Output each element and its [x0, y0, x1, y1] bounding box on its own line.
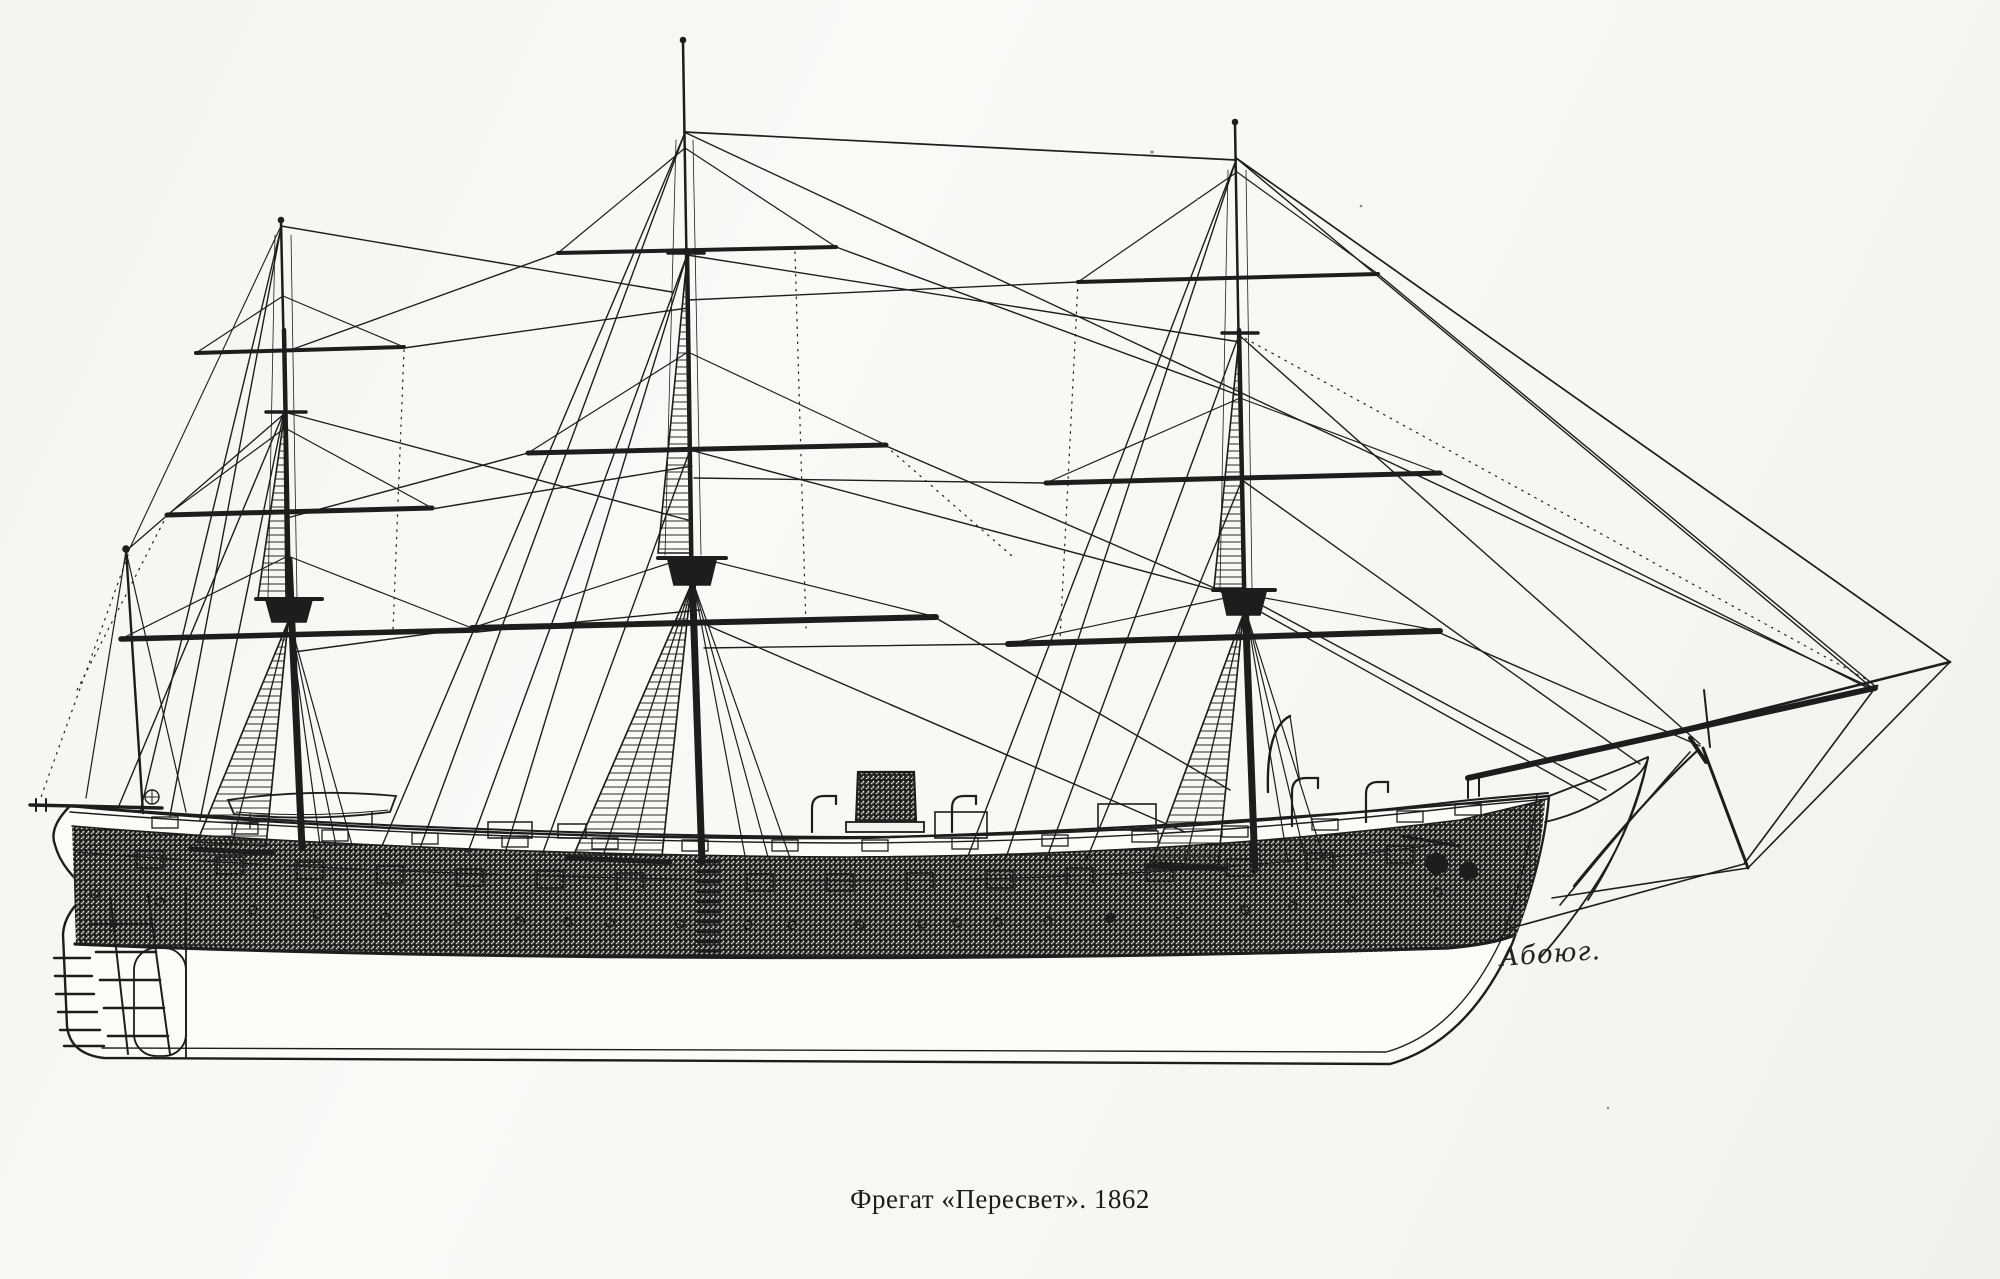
bobstay: [1559, 751, 1691, 906]
boarding-ladder: [696, 860, 720, 953]
funnel: [845, 770, 925, 833]
stern-davit: [124, 547, 145, 815]
spanker-boom: [28, 803, 164, 810]
anchor: [1425, 852, 1449, 875]
deck-fittings: [144, 714, 1480, 880]
stern-rudder: [28, 413, 285, 1059]
dotted-lines: [75, 251, 1883, 693]
anchor: [1459, 861, 1479, 880]
dust-specks: [1150, 150, 1610, 1110]
mizzen-top-platform: [264, 599, 314, 623]
cathead: [1400, 834, 1460, 848]
screw-aperture: [133, 947, 187, 1057]
funnel-base: [845, 821, 925, 833]
mizzen-mast: [118, 216, 480, 852]
ratlines: [1213, 337, 1245, 589]
standing-rigging: [117, 131, 1951, 862]
artist-signature: Абоюг.: [1496, 936, 1601, 973]
ratlines: [657, 257, 693, 554]
wale-line: [73, 934, 1514, 960]
anchor-davit: [1266, 714, 1292, 794]
main-mast: [469, 36, 939, 866]
rudder-rungs: [90, 922, 170, 1038]
dolphin-striker: [1701, 746, 1750, 870]
gunports: [136, 845, 1414, 892]
jack-staff: [1703, 689, 1711, 748]
stern-ladder: [52, 956, 106, 1048]
fore-mast: [1005, 118, 1443, 874]
cowl-vents: [810, 776, 1390, 834]
channels: [187, 846, 1229, 872]
main-top-platform: [666, 559, 718, 586]
figure-caption: Фрегат «Пересвет». 1862: [850, 1184, 1150, 1214]
portholes: [90, 887, 1443, 930]
bow-head: [1539, 756, 1649, 959]
bridge-house: [934, 811, 988, 839]
